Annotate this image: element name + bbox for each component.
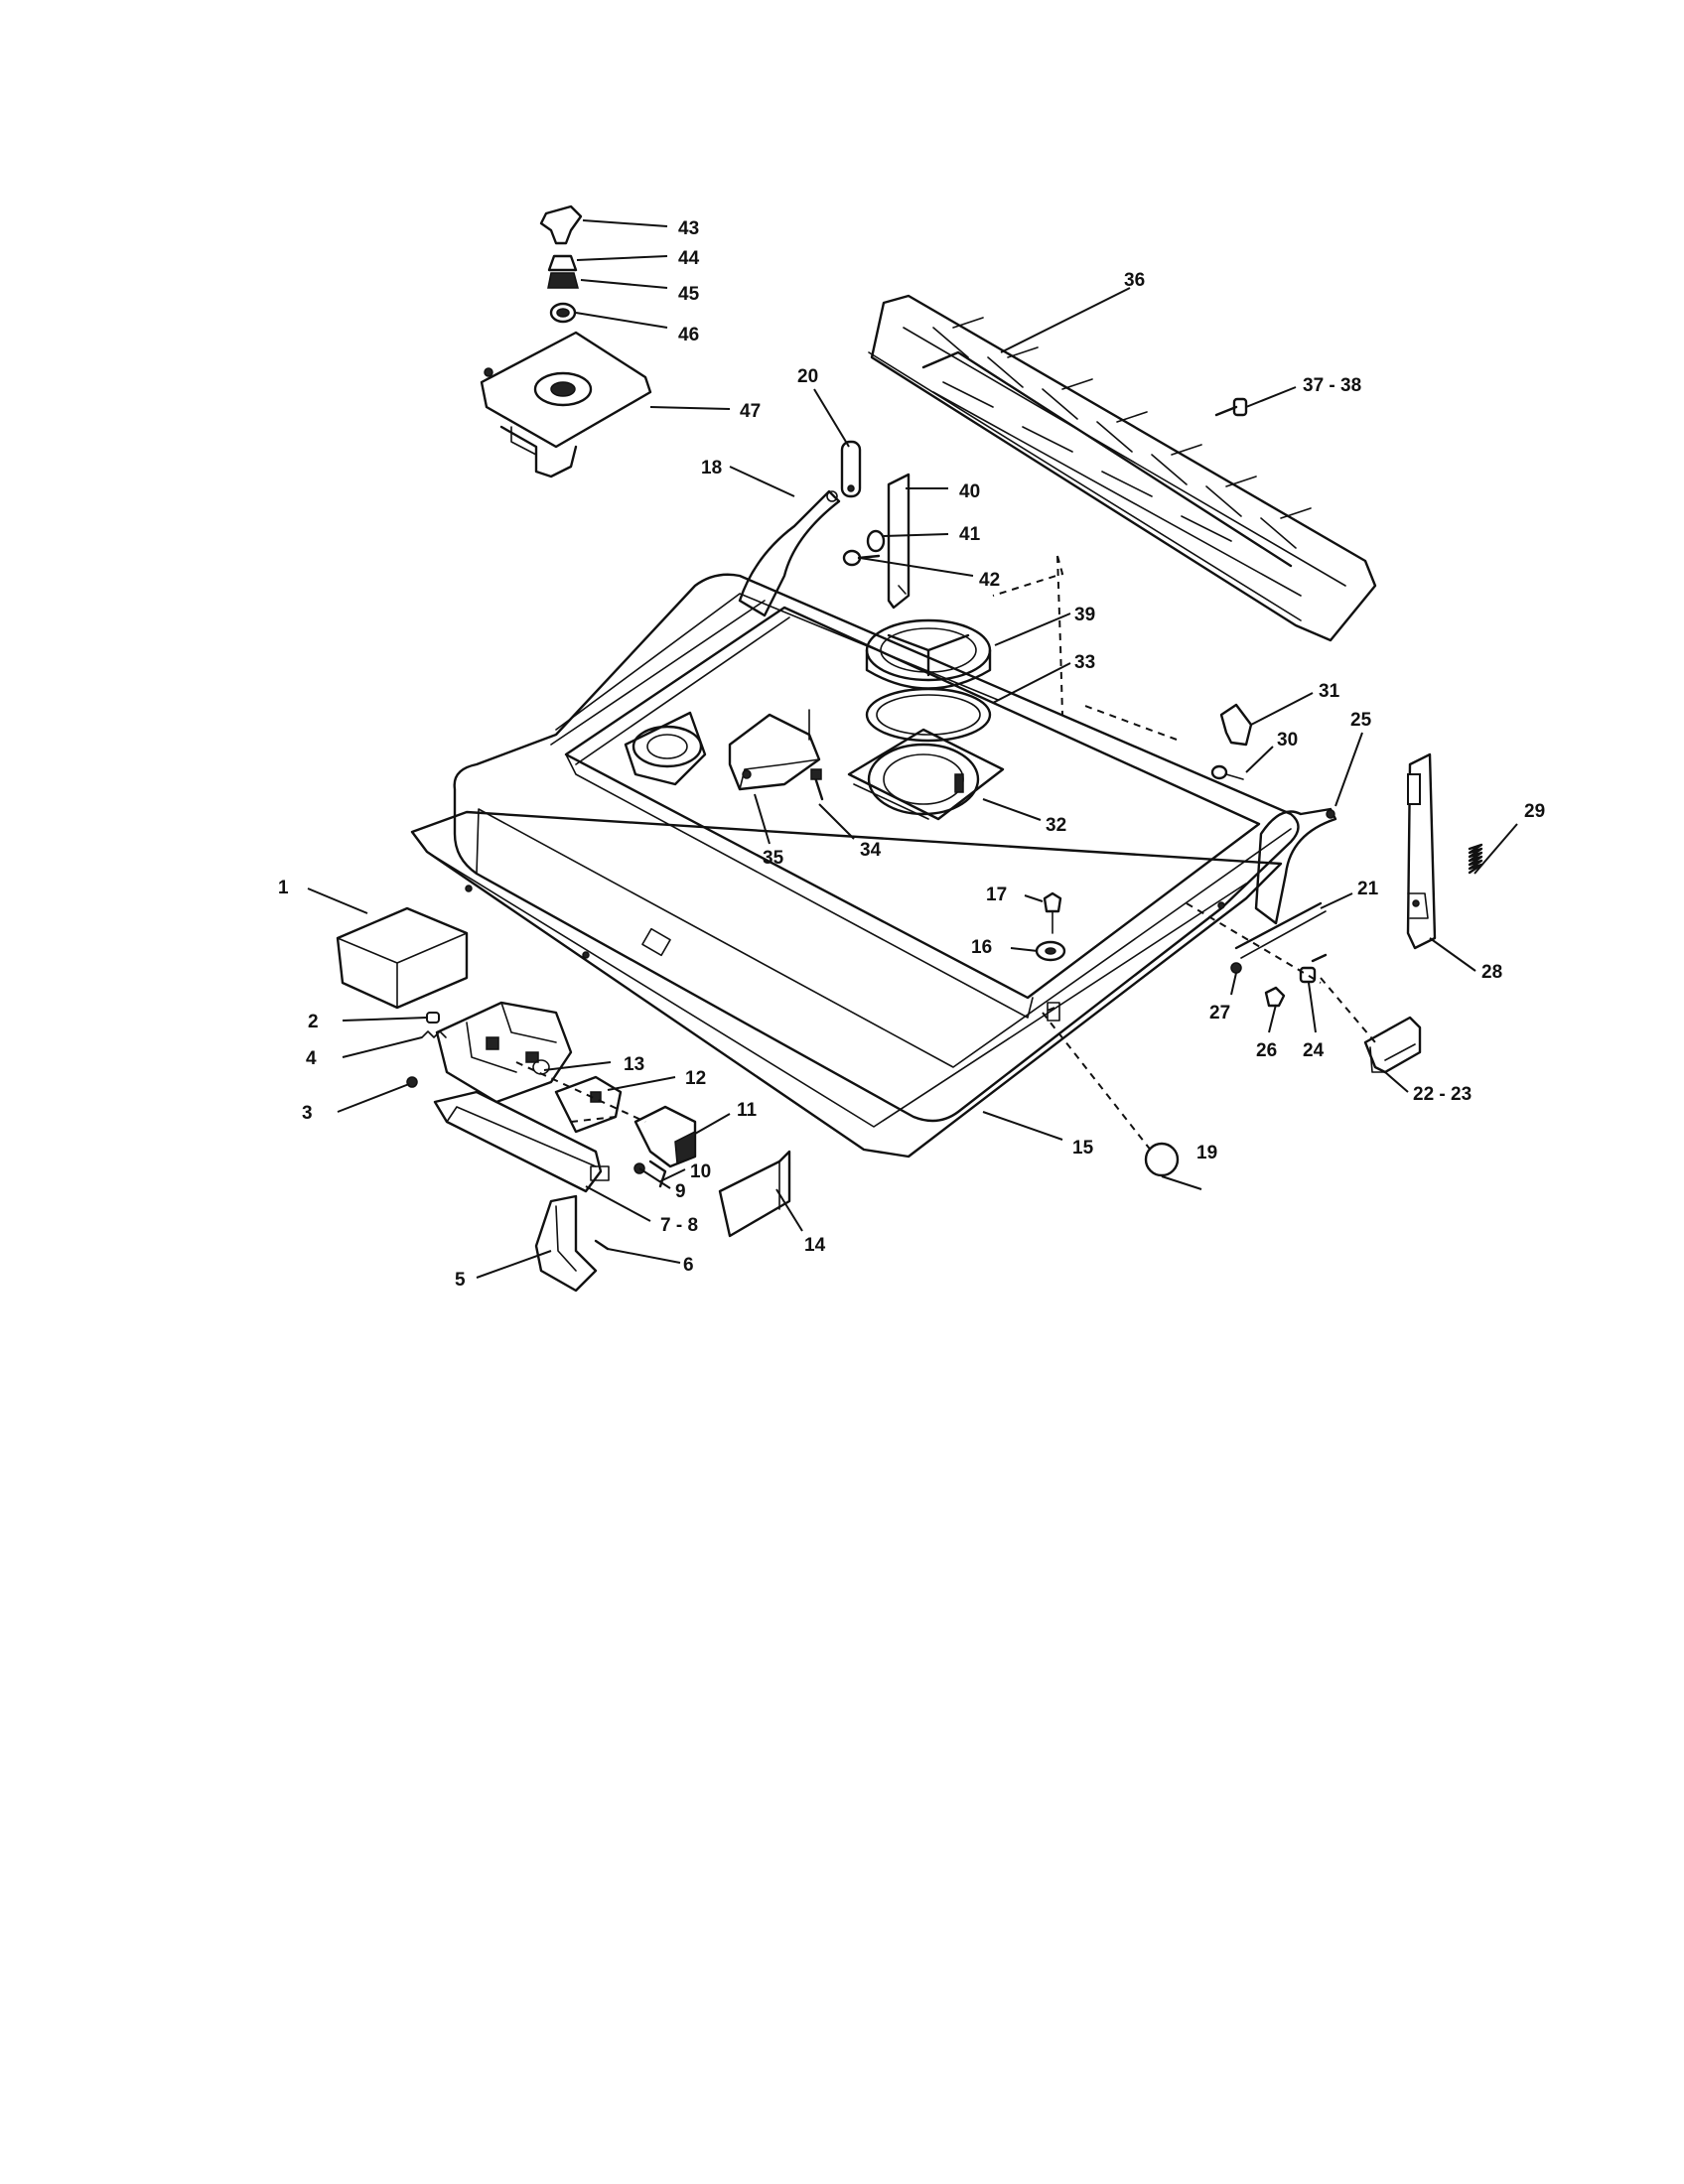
callout-31: 31: [1319, 681, 1340, 702]
callout-22-23: 22 - 23: [1413, 1084, 1472, 1105]
door-panel-assembly: [410, 573, 1300, 1159]
bolt-24: [1299, 953, 1328, 984]
pin-2: [426, 1012, 440, 1024]
callout-28: 28: [1481, 962, 1502, 983]
callout-12: 12: [685, 1068, 706, 1089]
callout-41: 41: [959, 524, 981, 545]
callout-5: 5: [455, 1270, 466, 1291]
plug-19: [1144, 1142, 1180, 1177]
callout-6: 6: [683, 1255, 694, 1276]
dispenser-housing-35: [728, 709, 821, 791]
screw-34: [810, 768, 824, 801]
callout-14: 14: [804, 1235, 826, 1256]
vent-ring-39: [865, 618, 992, 690]
screw-3: [406, 1076, 418, 1088]
callout-46: 46: [678, 325, 699, 345]
spring-29: [1468, 843, 1483, 875]
callout-40: 40: [959, 481, 980, 502]
spring-41: [866, 529, 886, 553]
knob-43: [539, 205, 583, 245]
cover-1: [336, 906, 469, 1010]
callout-32: 32: [1046, 815, 1066, 836]
callout-19: 19: [1196, 1143, 1217, 1163]
spring-4: [421, 1030, 447, 1038]
timer-47: [480, 331, 652, 478]
callout-29: 29: [1524, 801, 1545, 822]
bracket-small: [1047, 1002, 1060, 1022]
spacer-45: [547, 272, 579, 289]
callout-17: 17: [986, 885, 1007, 905]
callout-20: 20: [797, 366, 818, 387]
bushing-44: [547, 254, 578, 272]
switch-11: [633, 1105, 697, 1168]
roller-27: [1230, 962, 1242, 974]
stop-bracket-22-23: [1363, 1016, 1422, 1074]
handle-7-8: [433, 1090, 610, 1193]
callout-25: 25: [1350, 710, 1372, 731]
callout-15: 15: [1072, 1138, 1094, 1159]
dispenser-cup-assembly: [624, 711, 707, 786]
callout-37-38: 37 - 38: [1303, 375, 1361, 396]
callout-4: 4: [306, 1048, 317, 1069]
vent-assembly-32: [847, 728, 1005, 821]
callout-21: 21: [1357, 879, 1379, 899]
callout-35: 35: [763, 848, 784, 869]
lever-5: [534, 1194, 598, 1293]
callout-26: 26: [1256, 1040, 1277, 1061]
callout-7-8: 7 - 8: [660, 1215, 698, 1236]
callout-43: 43: [678, 218, 699, 239]
callout-13: 13: [624, 1054, 644, 1075]
callout-24: 24: [1303, 1040, 1325, 1061]
link-20: [840, 440, 862, 498]
leader-lines: [307, 219, 1518, 1279]
washer-16: [1035, 940, 1066, 962]
callout-45: 45: [678, 284, 700, 305]
callout-44: 44: [678, 248, 700, 269]
washer-46: [549, 302, 577, 324]
bracket-40: [887, 473, 911, 610]
screw-37-38: [1214, 397, 1248, 417]
hinge-bracket-18: [738, 489, 841, 617]
switch-13: [532, 1059, 550, 1075]
callout-27: 27: [1209, 1003, 1230, 1024]
callout-18: 18: [701, 458, 722, 478]
shield-14: [718, 1150, 791, 1238]
callout-1: 1: [278, 878, 289, 898]
callout-labels: 43 44 45 46 47 36 37 - 38 20 18 40 41 42…: [278, 218, 1545, 1291]
latch-housing: [435, 1001, 573, 1104]
callout-11: 11: [737, 1100, 758, 1121]
callout-42: 42: [979, 570, 1000, 591]
vent-trim-36: [868, 294, 1377, 642]
callout-33: 33: [1074, 652, 1095, 673]
clip-31: [1219, 703, 1253, 747]
hinge-bracket-25: [1254, 807, 1337, 925]
washer-26: [1264, 986, 1286, 1008]
callout-36: 36: [1124, 270, 1145, 291]
callout-9: 9: [675, 1181, 686, 1202]
callout-34: 34: [860, 840, 882, 861]
callout-2: 2: [308, 1012, 319, 1032]
screw-17: [1043, 891, 1062, 934]
rod-21: [1234, 901, 1327, 959]
callout-10: 10: [690, 1161, 711, 1182]
screw-30: [1210, 764, 1244, 780]
callout-47: 47: [740, 401, 761, 422]
pin-6: [594, 1239, 610, 1251]
callout-3: 3: [302, 1103, 313, 1124]
callout-39: 39: [1074, 605, 1095, 625]
callout-30: 30: [1277, 730, 1298, 751]
hinge-arm-28: [1406, 752, 1437, 950]
callout-16: 16: [971, 937, 992, 958]
